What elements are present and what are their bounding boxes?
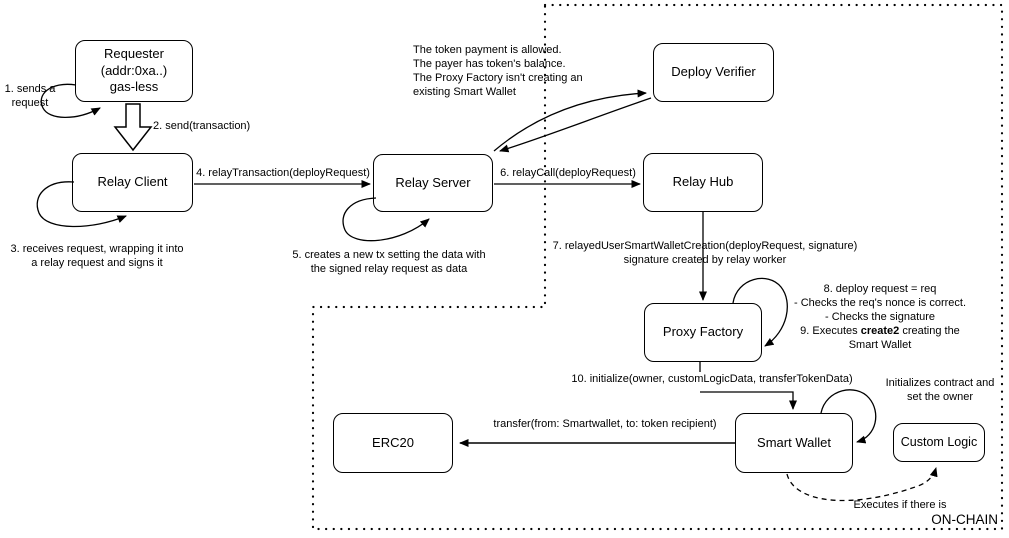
label-on-chain: ON-CHAIN [931, 512, 998, 527]
arrow-send-transaction [113, 103, 153, 152]
node-relay-server: Relay Server [373, 154, 493, 212]
arrow-initialize [700, 391, 797, 410]
label-step4: 4. relayTransaction(deployRequest) [196, 167, 370, 179]
label-init-contract: Initializes contract and set the owner [885, 377, 995, 403]
label-step2: 2. send(transaction) [153, 120, 251, 132]
node-proxy-factory: Proxy Factory [644, 303, 762, 362]
node-relay-client: Relay Client [72, 153, 193, 212]
label-step6: 6. relayCall(deployRequest) [500, 167, 636, 179]
node-custom-logic: Custom Logic [893, 423, 985, 462]
label-verifier-checks: The token payment is allowed. The payer … [413, 44, 583, 98]
node-erc20: ERC20 [333, 413, 453, 473]
label-transfer: transfer(from: Smartwallet, to: token re… [493, 418, 717, 430]
label-step10: 10. initialize(owner, customLogicData, t… [571, 373, 853, 385]
node-smart-wallet: Smart Wallet [735, 413, 853, 473]
arrow-from-deploy-verifier [499, 97, 652, 153]
label-step1: 1. sends a request [4, 83, 56, 109]
label-create2-bold: create2 [860, 324, 900, 337]
node-requester: Requester (addr:0xa..) gas-less [75, 40, 193, 102]
label-step8-9: 8. deploy request = req - Checks the req… [794, 283, 966, 353]
node-deploy-verifier: Deploy Verifier [653, 43, 774, 102]
arrow-to-deploy-verifier [493, 89, 647, 152]
label-step7: 7. relayedUserSmartWalletCreation(deploy… [552, 240, 858, 266]
node-relay-hub: Relay Hub [643, 153, 763, 212]
label-step3: 3. receives request, wrapping it into a … [10, 243, 184, 269]
label-step5: 5. creates a new tx setting the data wit… [292, 249, 486, 275]
